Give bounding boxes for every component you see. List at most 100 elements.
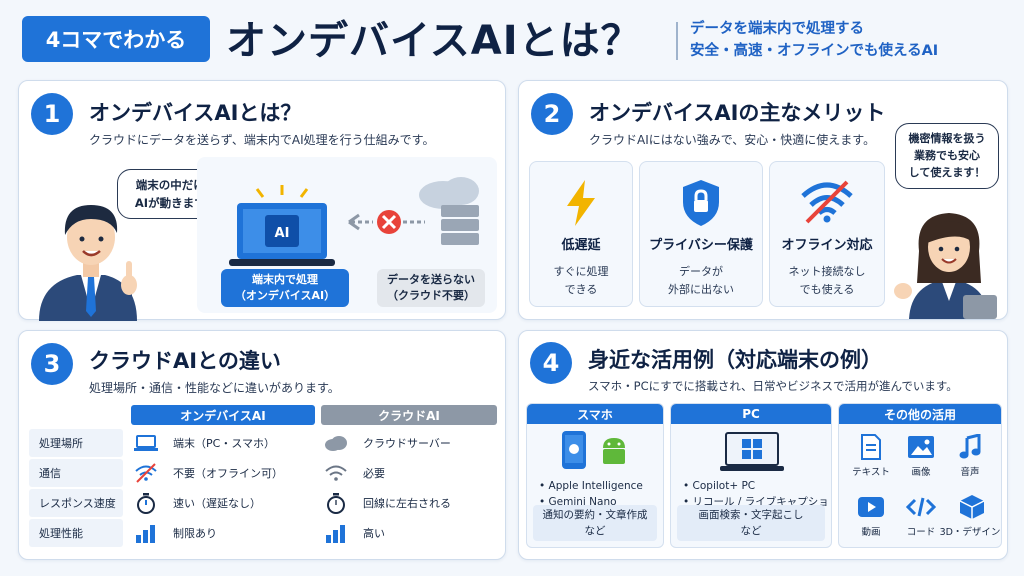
svg-text:AI: AI	[275, 226, 290, 241]
use-case-item: • Copilot+ PC	[683, 480, 756, 492]
on-device-cell: 速い（遅延なし）	[131, 489, 261, 517]
use-case-footer-line2: など	[740, 525, 762, 537]
benefit-card-offline: オフライン対応 ネット接続なしでも使える	[769, 161, 885, 307]
android-icon	[603, 438, 625, 464]
use-case-phone: スマホ • Apple Intelligence• Gemini Nano 通知…	[526, 403, 664, 548]
cell-text: 不要（オフライン可）	[173, 467, 283, 480]
use-case-pc-header: PC	[671, 404, 831, 424]
businessman-illustration	[25, 171, 145, 321]
panel-4-desc: スマホ・PCにすでに搭載され、日常やビジネスで活用が進んでいます。	[588, 379, 958, 393]
benefit-desc-line1: すぐに処理	[553, 265, 609, 278]
other-label: テキスト	[852, 467, 890, 478]
use-case-footer-line1: 通知の要約・文章作成	[542, 509, 648, 521]
other-label: 3D・デザイン	[939, 527, 1001, 538]
document-icon	[861, 434, 881, 460]
no-send-label-line2: （クラウド不要）	[387, 289, 475, 302]
cell-text: クラウドサーバー	[363, 437, 451, 450]
header-subtitle: データを端末内で処理する 安全・高速・オフラインでも使えるAI	[690, 18, 938, 62]
use-case-footer-line2: など	[584, 525, 606, 537]
cell-text: 速い（遅延なし）	[173, 497, 261, 510]
panel-3-number: 3	[31, 343, 73, 385]
cloud-cell: クラウドサーバー	[321, 429, 451, 457]
panel-3-title: クラウドAIとの違い	[89, 349, 281, 373]
panel-3: 3 クラウドAIとの違い 処理場所・通信・性能などに違いがあります。 オンデバイ…	[18, 330, 506, 560]
stopwatch-icon	[327, 493, 345, 514]
benefit-card-privacy: プライバシー保護 データが外部に出ない	[639, 161, 763, 307]
other-label: コード	[906, 527, 936, 538]
panel-1-bubble-line2: AIが動きます！	[134, 196, 218, 210]
cell-text: 回線に左右される	[363, 497, 451, 510]
row-label: 処理性能	[29, 519, 123, 547]
on-device-cell: 不要（オフライン可）	[131, 459, 283, 487]
cloud-icon	[325, 436, 347, 451]
benefit-title: オフライン対応	[781, 238, 873, 253]
panel-1-desc: クラウドにデータを送らず、端末内でAI処理を行う仕組みです。	[89, 133, 435, 147]
cloud-cell: 高い	[321, 519, 385, 547]
music-note-icon	[959, 434, 981, 459]
shield-lock-icon	[683, 180, 719, 226]
panel-2-bubble-line1: 機密情報を扱う	[908, 132, 986, 145]
on-device-cell: 制限あり	[131, 519, 217, 547]
benefit-desc-line1: ネット接続なし	[788, 265, 866, 278]
cloud-cell: 回線に左右される	[321, 489, 451, 517]
bar-chart-icon	[326, 525, 345, 543]
panel-1-diagram-area: AI 端末内で処理 （オンデバイスAI） データを送らない （クラウド不要）	[197, 157, 497, 313]
laptop-ai-icon: AI	[229, 185, 335, 266]
3d-cube-icon	[959, 495, 985, 519]
benefit-desc-line1: データが	[679, 265, 723, 278]
row-label: レスポンス速度	[29, 489, 123, 517]
other-label: 音声	[960, 467, 980, 478]
panel-2: 2 オンデバイスAIの主なメリット クラウドAIにはない強みで、安心・快適に使え…	[518, 80, 1008, 320]
use-case-item: • Apple Intelligence	[539, 480, 643, 492]
blocked-icon	[348, 210, 425, 234]
column-header-cloud: クラウドAI	[321, 405, 497, 425]
lightning-icon	[567, 180, 595, 226]
smartphone-apple-icon	[562, 431, 586, 469]
on-device-cell: 端末（PC・スマホ）	[131, 429, 275, 457]
cell-text: 端末（PC・スマホ）	[173, 437, 275, 450]
wifi-off-icon	[801, 180, 853, 224]
panel-2-bubble-line3: して使えます！	[908, 166, 986, 179]
on-device-label-line2: （オンデバイスAI）	[234, 289, 336, 302]
panel-4-title: 身近な活用例（対応端末の例）	[588, 348, 882, 372]
panel-2-speech-bubble: 機密情報を扱う 業務でも安心 して使えます！	[895, 123, 999, 189]
cell-text: 制限あり	[173, 527, 217, 540]
panel-1: 1 オンデバイスAIとは？ クラウドにデータを送らず、端末内でAI処理を行う仕組…	[18, 80, 506, 321]
panel-2-desc: クラウドAIにはない強みで、安心・快適に使えます。	[589, 133, 876, 147]
use-case-pc: PC • Copilot+ PC• リコール / ライブキャプション 画面検索・…	[670, 403, 832, 548]
bar-chart-icon	[136, 525, 155, 543]
panel-1-number: 1	[31, 93, 73, 135]
page-title: オンデバイスAIとは？	[226, 18, 642, 64]
businesswoman-illustration	[891, 191, 1007, 319]
laptop-icon	[134, 435, 158, 451]
panel-1-title: オンデバイスAIとは？	[89, 101, 302, 125]
panel-3-desc: 処理場所・通信・性能などに違いがあります。	[89, 381, 340, 395]
image-icon	[908, 436, 934, 458]
on-device-label-line1: 端末内で処理	[252, 273, 318, 286]
video-play-icon	[858, 497, 884, 517]
panel-1-bubble-line1: 端末の中だけで	[135, 178, 217, 192]
use-case-other-header: その他の活用	[839, 404, 1001, 424]
row-label: 処理場所	[29, 429, 123, 457]
cell-text: 必要	[363, 467, 385, 480]
cloud-cell: 必要	[321, 459, 385, 487]
no-send-label: データを送らない （クラウド不要）	[377, 269, 485, 307]
cell-text: 高い	[363, 527, 385, 540]
use-case-phone-header: スマホ	[527, 404, 663, 424]
use-case-other: その他の活用 テキスト 画像 音声 動画 コード 3D・デザイン	[838, 403, 1002, 548]
column-header-on-device: オンデバイスAI	[131, 405, 315, 425]
header-divider	[676, 22, 678, 60]
benefit-desc-line2: 外部に出ない	[668, 283, 734, 296]
wifi-icon	[325, 465, 347, 481]
other-label: 画像	[911, 467, 931, 478]
no-send-label-line1: データを送らない	[387, 273, 475, 286]
benefit-desc-line2: でも使える	[799, 283, 855, 296]
header-badge: 4コマでわかる	[22, 16, 210, 62]
benefit-card-low-latency: 低遅延 すぐに処理できる	[529, 161, 633, 307]
benefit-title: プライバシー保護	[649, 238, 753, 253]
code-icon	[906, 497, 936, 517]
other-label: 動画	[861, 527, 881, 538]
benefit-desc-line2: できる	[564, 283, 598, 296]
on-device-label: 端末内で処理 （オンデバイスAI）	[221, 269, 349, 307]
use-case-footer-line1: 画面検索・文字起こし	[698, 509, 804, 521]
